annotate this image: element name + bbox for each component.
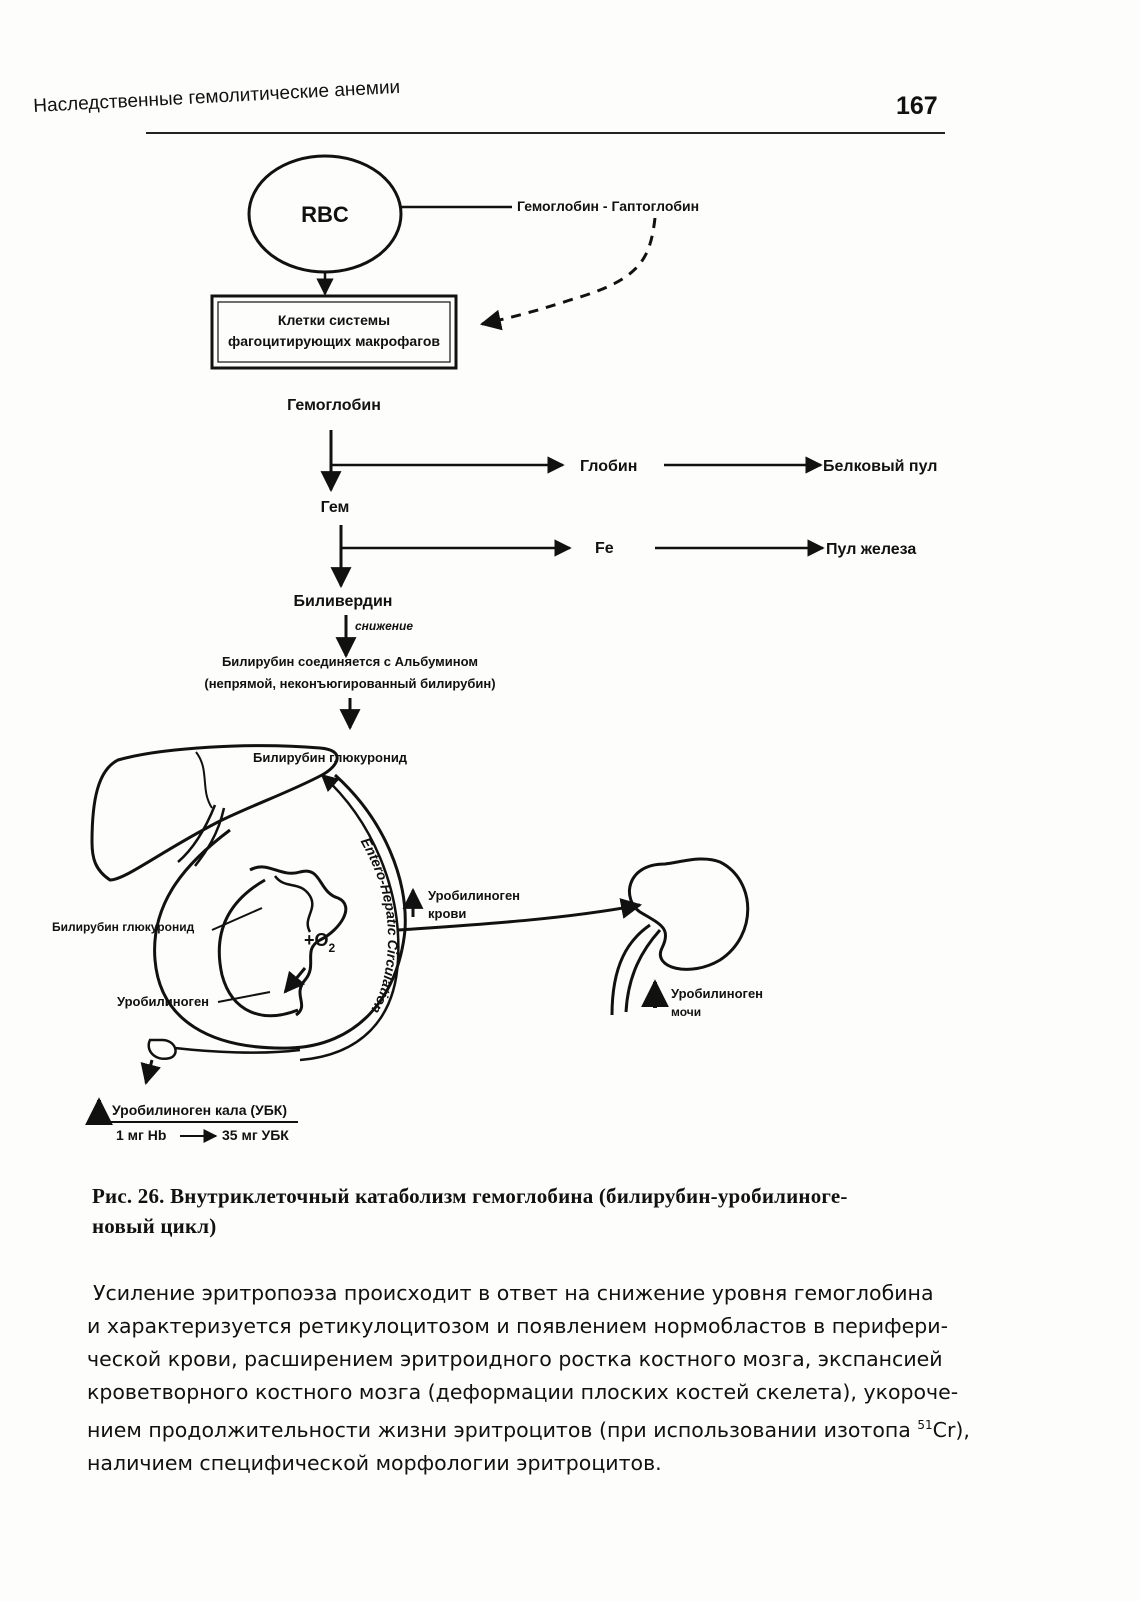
body-paragraph: Усиление эритропоэза происходит в ответ …: [87, 1277, 1017, 1480]
haptoglobin-dashed-arrow: [479, 217, 657, 331]
fe-label: Fe: [595, 540, 614, 557]
bilirubin-albumin-label: Билирубин соединяется с Альбумином: [222, 654, 478, 669]
enterohepatic-outer: [299, 773, 400, 1062]
page-number: 167: [896, 92, 938, 120]
duodenum-outer: [153, 773, 407, 1050]
protein-pool-label: Белковый пул: [823, 458, 937, 475]
heme-label: Гем: [321, 499, 350, 516]
macrophage-box-inner: [217, 301, 451, 363]
caption-text-line2: новый цикл): [92, 1214, 217, 1238]
intestine-flow-arrow: [283, 967, 307, 994]
macrophage-label-line1: Клетки системы: [278, 312, 390, 328]
liver-outline: [90, 744, 339, 882]
urobilinogen-pointer: [217, 991, 271, 1003]
globin-label: Глобин: [580, 458, 637, 475]
hemoglobin-label: Гемоглобин: [287, 397, 381, 414]
blood-urobilinogen-label-2: крови: [428, 906, 466, 921]
macrophage-label-line2: фагоцитирующих макрофагов: [228, 333, 440, 349]
kidney-outline: [628, 857, 750, 971]
paragraph-line5-b: Cr),: [932, 1417, 970, 1442]
reduction-label: снижение: [355, 619, 413, 633]
rbc-label: RBC: [301, 202, 349, 227]
glucuronide-left-pointer: [211, 907, 263, 931]
duodenum-inner: [217, 878, 299, 1018]
o2-label: +O2: [304, 930, 336, 955]
ratio-left-label: 1 мг Hb: [116, 1127, 166, 1143]
biliverdin-label: Биливердин: [294, 593, 393, 610]
fecal-urobilinogen-label: Уробилиноген кала (УБК): [112, 1102, 287, 1118]
colon-end: [147, 1038, 177, 1061]
caption-text-line1: Внутриклеточный катаболизм гемоглобина (…: [170, 1184, 848, 1208]
ureter: [610, 923, 662, 1016]
urine-urobilinogen-label-1: Уробилиноген: [671, 986, 763, 1001]
blood-urobilinogen-label-1: Уробилиноген: [428, 888, 520, 903]
iron-pool-label: Пул железа: [826, 541, 916, 558]
macrophage-box: [210, 294, 458, 370]
figure-diagram: RBC Гемоглобин - Гаптоглобин Клетки сист…: [52, 154, 937, 1143]
paragraph-line: Усиление эритропоэза происходит в ответ …: [93, 1281, 934, 1305]
colon-connection: [174, 1046, 301, 1054]
urine-urobilinogen-label-2: мочи: [671, 1005, 701, 1019]
glucuronide-left-label: Билирубин глюкуронид: [52, 920, 195, 934]
to-feces-arrow: [140, 1059, 161, 1086]
urobilinogen-label: Уробилиноген: [117, 994, 209, 1009]
header-rule: [146, 132, 945, 134]
paragraph-line: кроветворного костного мозга (деформации…: [87, 1380, 959, 1404]
glucuronide-top-label: Билирубин глюкуронид: [253, 750, 408, 765]
figure-caption: Рис. 26. Внутриклеточный катаболизм гемо…: [92, 1181, 992, 1241]
ratio-right-label: 35 мг УБК: [222, 1127, 289, 1143]
liver-fissure: [195, 751, 213, 809]
paragraph-line: ческой крови, расширением эритроидного р…: [87, 1347, 943, 1371]
paragraph-line5-a: нием продолжительности жизни эритроцитов…: [87, 1417, 918, 1442]
isotope-superscript: 51: [917, 1418, 933, 1432]
indirect-bilirubin-label: (непрямой, неконъюгированный билирубин): [204, 676, 495, 691]
caption-label: Рис. 26.: [92, 1184, 165, 1208]
paragraph-line: и характеризуется ретикулоцитозом и появ…: [87, 1314, 948, 1338]
bile-duct: [177, 804, 226, 867]
paragraph-line: нием продолжительности жизни эритроцитов…: [87, 1409, 1017, 1447]
to-kidney-arrow: [397, 898, 643, 932]
haptoglobin-label: Гемоглобин - Гаптоглобин: [517, 198, 699, 214]
paragraph-line: наличием специфической морфологии эритро…: [87, 1450, 662, 1475]
intestine-coils-2: [273, 875, 314, 933]
